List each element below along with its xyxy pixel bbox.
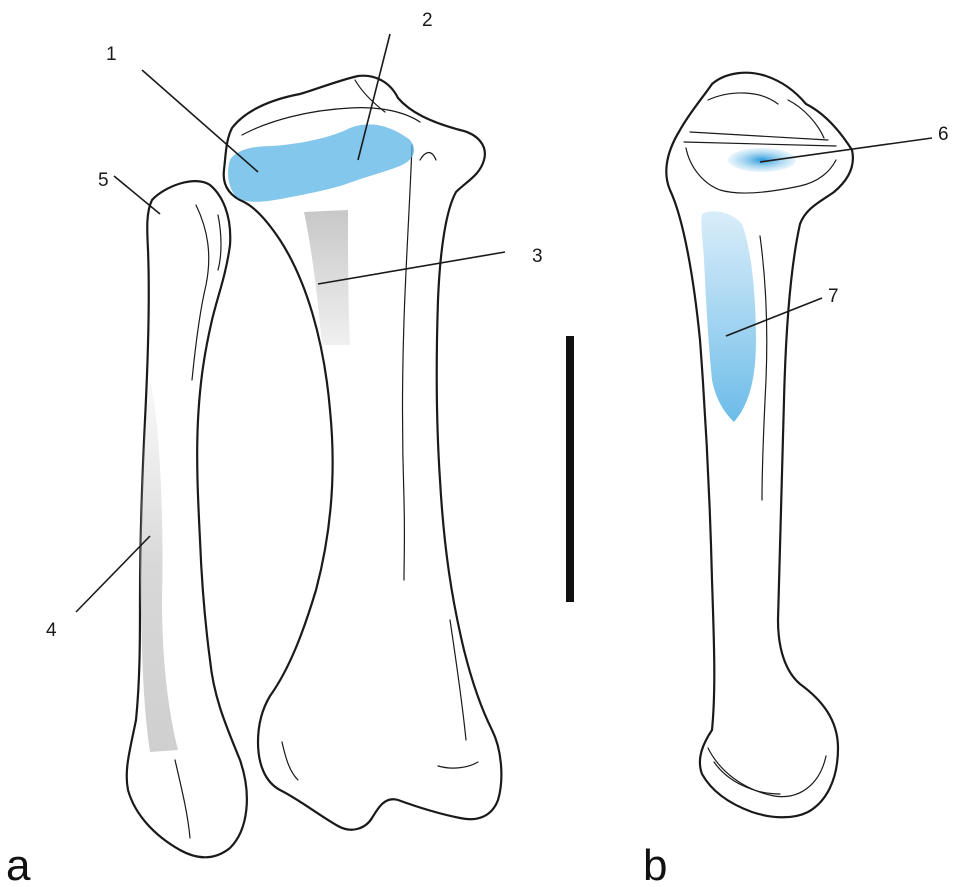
label-4: 4 [46,620,57,641]
label-5: 5 [98,170,109,191]
fibula-bone [127,181,247,857]
panel-label-b: b [643,841,667,887]
leader-line-5 [114,176,160,214]
label-6: 6 [938,124,949,145]
label-1: 1 [106,44,117,65]
scale-bar [566,336,574,602]
label-7: 7 [828,286,839,307]
bone-b [666,73,853,818]
panel-label-a: a [6,841,31,887]
label-2: 2 [422,10,433,31]
label-3: 3 [532,246,543,267]
tibia-bone [224,76,502,830]
blue-spot-6 [728,148,796,172]
